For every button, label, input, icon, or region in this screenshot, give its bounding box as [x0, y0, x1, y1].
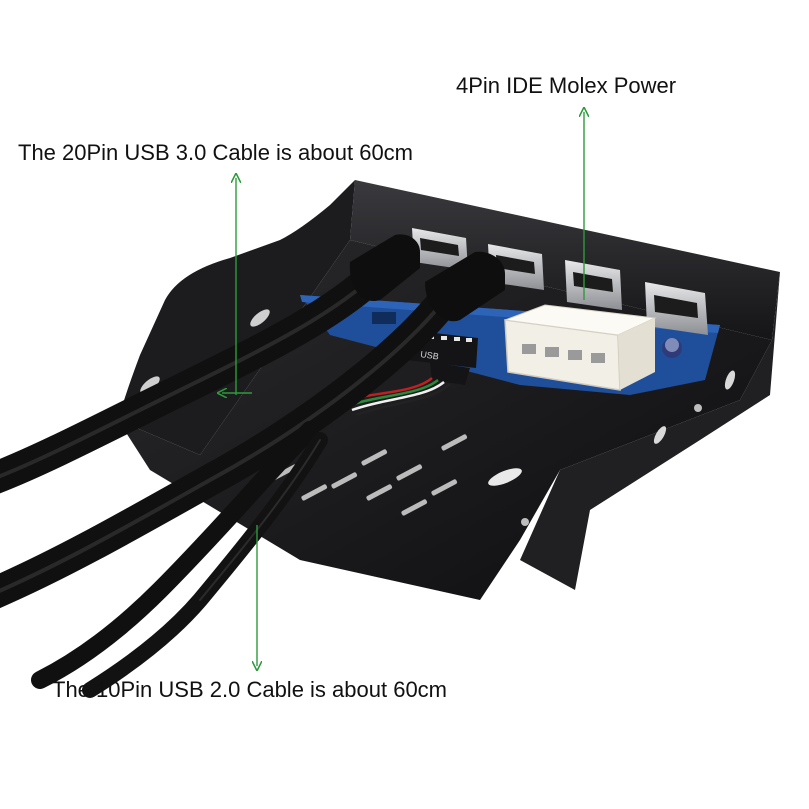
molex-power-callout: 4Pin IDE Molex Power: [456, 73, 677, 98]
bracket-front-wall: [520, 272, 780, 590]
usb2-wires: [347, 377, 451, 417]
usb-port: [412, 228, 468, 270]
usb3-plugs: [349, 234, 505, 322]
usb-port: [645, 282, 708, 335]
usb3-cable-callout: The 20Pin USB 3.0 Cable is about 60cm: [18, 140, 414, 165]
header-usb-label: USB: [420, 349, 440, 361]
cables: [0, 254, 471, 698]
usb-port: [565, 260, 622, 310]
usb2-cable: [31, 421, 319, 689]
usb-ports: [412, 228, 708, 335]
usb2-cable-callout: The 10Pin USB 2.0 Cable is about 60cm: [52, 677, 448, 702]
molex-connector: [504, 304, 657, 391]
callout-arrows: [222, 112, 584, 666]
